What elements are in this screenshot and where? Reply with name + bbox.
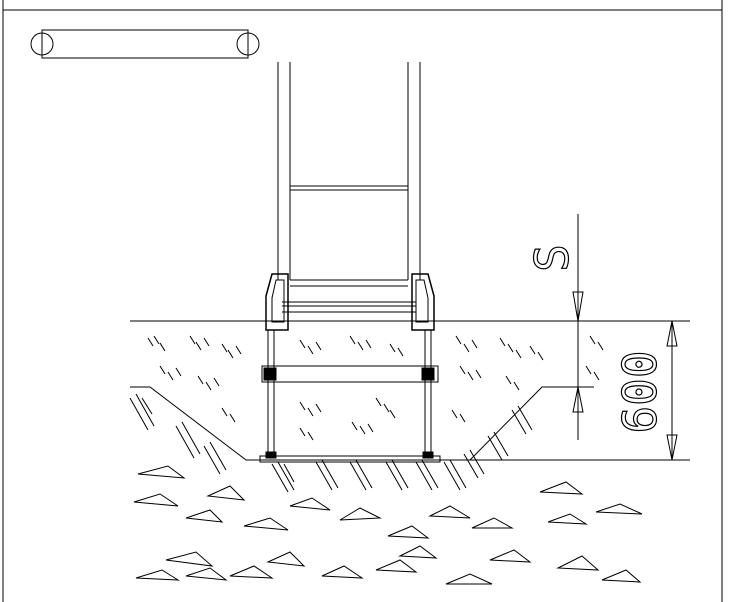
anchor-crossbar bbox=[261, 365, 439, 383]
concrete-hatching bbox=[147, 335, 604, 441]
ladder-bottom-step bbox=[282, 279, 416, 313]
anchor-post-right bbox=[424, 330, 432, 458]
dimension-s-label: S bbox=[525, 244, 579, 272]
ladder-rung bbox=[290, 185, 408, 191]
mounting-bracket-left bbox=[265, 273, 289, 331]
ladder-stringer-left bbox=[277, 62, 291, 280]
gravel-fill bbox=[133, 465, 643, 585]
dimension-600: 600 bbox=[612, 320, 678, 461]
dimension-s: S bbox=[524, 214, 594, 440]
ladder-stringer-right bbox=[407, 62, 421, 280]
anchor-post-left bbox=[267, 330, 275, 458]
dimension-600-label: 600 bbox=[613, 350, 667, 433]
handrail-bar-symbol bbox=[30, 29, 260, 59]
soil-slope-hatching bbox=[129, 393, 533, 493]
